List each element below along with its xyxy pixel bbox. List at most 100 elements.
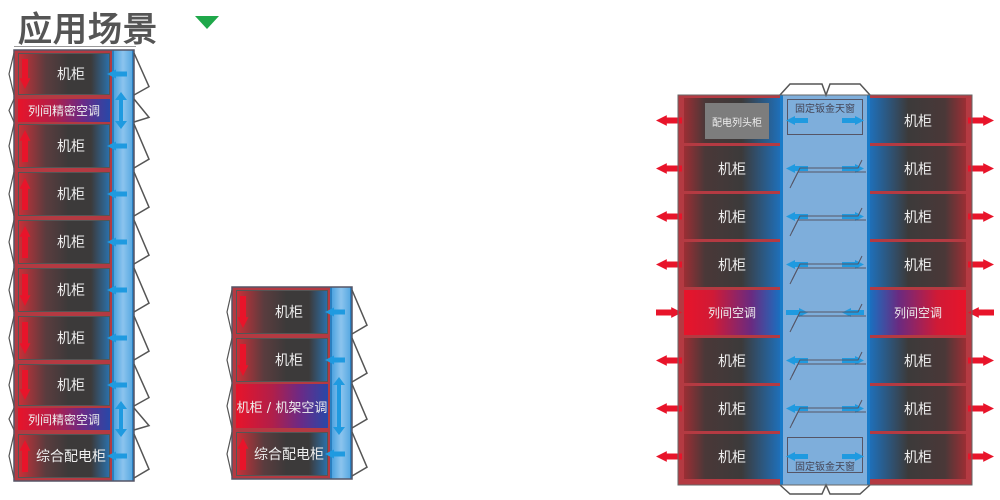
arrow-left-icon xyxy=(786,212,808,221)
louver-line xyxy=(789,411,866,429)
cabinet: 机柜 xyxy=(684,338,780,383)
cabinet: 综合配电柜 xyxy=(18,434,110,478)
row-label: 机柜 xyxy=(57,378,85,394)
frame-line xyxy=(351,383,368,429)
row-label: 机柜 xyxy=(904,401,932,418)
arrow-down-icon xyxy=(19,59,31,89)
arrow-left-icon xyxy=(968,307,994,318)
arrow-right-icon xyxy=(968,211,994,222)
arrow-left-icon xyxy=(107,333,127,343)
arrow-left-icon xyxy=(107,285,127,295)
arrow-down-icon xyxy=(19,370,31,400)
frame-line xyxy=(351,431,368,477)
ac-unit: 列间精密空调 xyxy=(18,99,110,122)
row-label: 机柜 xyxy=(57,283,85,299)
row-label: 列间精密空调 xyxy=(27,104,100,118)
ac-unit: 列间空调 xyxy=(870,290,966,335)
triangle-down-icon[interactable] xyxy=(195,16,219,29)
row-label: 机柜 xyxy=(57,139,85,155)
arrow-left-icon xyxy=(656,403,682,414)
arrow-right-icon xyxy=(842,452,864,461)
row-label: 综合配电柜 xyxy=(254,447,324,463)
arrow-left-icon xyxy=(656,211,682,222)
cabinet: 机柜 xyxy=(684,242,780,287)
arrow-down-icon xyxy=(115,121,127,129)
arrow-left-icon xyxy=(656,163,682,174)
pdu-cabinet: 配电列头柜 xyxy=(705,103,769,139)
frame-line xyxy=(133,363,150,407)
frame-line xyxy=(133,123,150,169)
cabinet: 机柜 xyxy=(18,220,110,264)
arrow-left-icon xyxy=(656,355,682,366)
frame-line xyxy=(8,219,15,265)
arrow-down-icon xyxy=(19,274,31,306)
arrow-left-icon xyxy=(656,451,682,462)
row-label: 机柜 xyxy=(904,113,932,130)
cabinet: 机柜 xyxy=(684,386,780,431)
arrow-left-icon xyxy=(107,451,127,461)
frame-line xyxy=(133,315,150,361)
fixed-skylight-bottom: 固定钣金天窗 xyxy=(787,437,863,473)
frame-line xyxy=(226,383,233,429)
row-label: 机柜 xyxy=(904,161,932,178)
arrow-left-icon xyxy=(107,189,127,199)
fixed-skylight-top: 固定钣金天窗 xyxy=(787,99,863,135)
frame-line xyxy=(133,219,150,265)
double-arrow-shaft xyxy=(119,407,123,431)
frame-line xyxy=(8,267,15,313)
arrow-down-icon xyxy=(237,296,249,328)
row-label: 机柜 xyxy=(904,353,932,370)
frame-line xyxy=(8,98,15,123)
double-arrow-shaft xyxy=(119,98,123,123)
arrow-down-icon xyxy=(237,344,249,376)
ac-unit: 列间精密空调 xyxy=(18,408,110,430)
arrow-right-icon xyxy=(968,403,994,414)
louver-line xyxy=(789,171,866,189)
cabinet: 机柜 xyxy=(684,434,780,479)
cabinet: 机柜 xyxy=(18,364,110,406)
ac-unit: 机柜 / 机架空调 xyxy=(236,384,328,428)
cabinet: 机柜 xyxy=(18,172,110,216)
frame-line xyxy=(351,289,368,335)
row-label: 机柜 xyxy=(718,257,746,274)
cabinet: 机柜 xyxy=(18,268,110,312)
arrow-left-icon xyxy=(107,380,127,390)
double-arrow-shaft xyxy=(337,383,341,429)
cabinet: 机柜 xyxy=(18,124,110,168)
cold-aisle: 固定钣金天窗 固定钣金天窗 xyxy=(780,95,870,485)
title-underline xyxy=(14,46,136,47)
arrow-up-icon xyxy=(19,178,31,210)
arrow-up-icon xyxy=(237,438,249,470)
column-outline xyxy=(231,286,353,480)
louver-line xyxy=(789,363,866,381)
arrow-left-icon xyxy=(786,452,808,461)
row-label: 机柜 xyxy=(718,449,746,466)
cabinet: 机柜 xyxy=(684,194,780,239)
cabinet: 机柜 xyxy=(236,290,328,334)
arrow-right-icon xyxy=(968,163,994,174)
arrow-left-icon xyxy=(786,116,808,125)
arrow-left-icon xyxy=(786,260,808,269)
cabinet: 机柜 xyxy=(870,242,966,287)
row-label: 机柜 xyxy=(718,401,746,418)
arrow-right-icon xyxy=(656,307,682,318)
row-label: 机柜 xyxy=(904,257,932,274)
frame-line xyxy=(133,52,150,96)
arrow-up-icon xyxy=(19,130,31,162)
arrow-right-icon xyxy=(968,451,994,462)
arrow-right-icon xyxy=(968,355,994,366)
row-label: 机柜 xyxy=(57,235,85,251)
row-label: 机柜 xyxy=(718,161,746,178)
row-label: 机柜 xyxy=(904,449,932,466)
arrow-right-icon xyxy=(842,116,864,125)
frame-line xyxy=(8,123,15,169)
frame-line xyxy=(351,337,368,383)
arrow-left-icon xyxy=(656,259,682,270)
row-label: 列间空调 xyxy=(893,306,942,320)
row-label: 机柜 xyxy=(57,187,85,203)
frame-line xyxy=(8,363,15,407)
row-label: 机柜 / 机架空调 xyxy=(236,400,328,416)
frame-line xyxy=(8,407,15,431)
row-label: 机柜 xyxy=(57,331,85,347)
